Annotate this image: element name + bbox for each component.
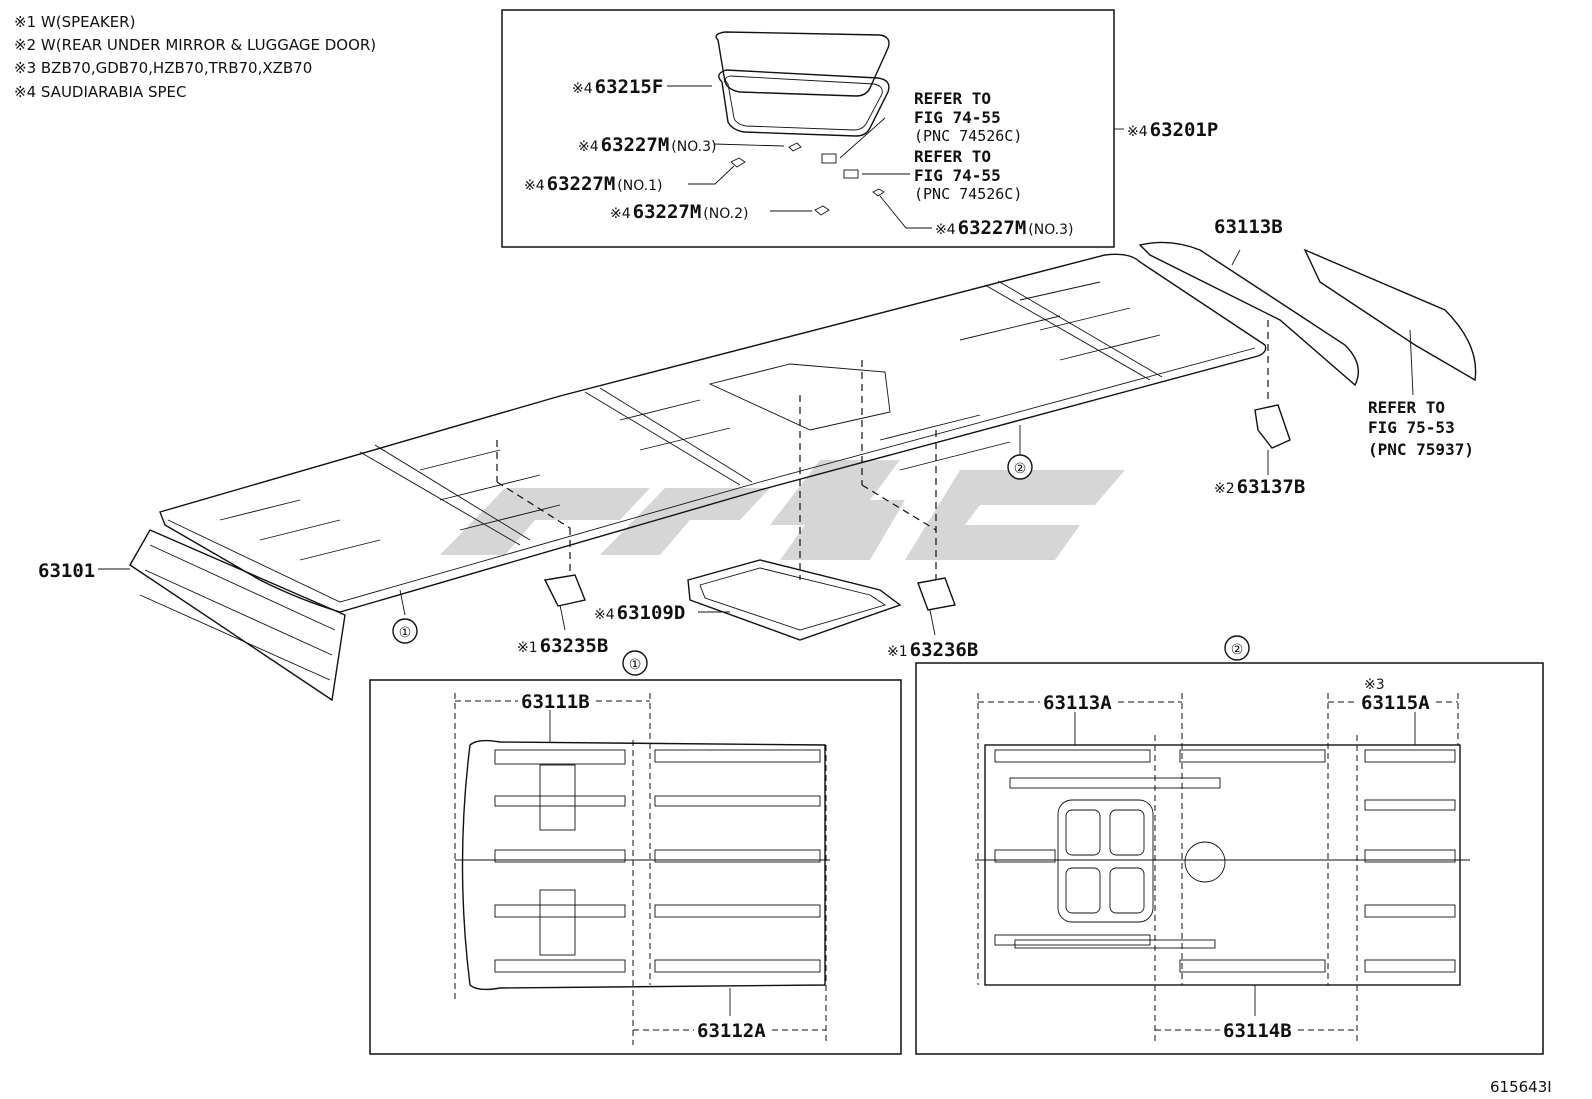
label-63113A: 63113A (1043, 692, 1112, 714)
svg-text:②: ② (1014, 461, 1027, 477)
pad-1 (821, 153, 837, 164)
clip-no3-b (872, 188, 885, 197)
svg-text:(PNC 74526C): (PNC 74526C) (914, 127, 1022, 145)
svg-text:REFER TO: REFER TO (914, 89, 991, 108)
svg-text:FIG 75-53: FIG 75-53 (1368, 418, 1455, 437)
rear-bracket (1254, 404, 1291, 449)
detail-view-1: ① 63111B 63112A (369, 650, 902, 1055)
roof-panel-assembly (98, 241, 1477, 702)
detail-frame-2 (915, 662, 1544, 1055)
svg-text:①: ① (399, 625, 412, 641)
roof-panel (159, 253, 1267, 613)
notes: ※1 W(SPEAKER) ※2 W(REAR UNDER MIRROR & L… (14, 13, 376, 101)
note-2: ※2 W(REAR UNDER MIRROR & LUGGAGE DOOR) (14, 36, 376, 54)
note-1: ※1 W(SPEAKER) (14, 13, 135, 31)
svg-text:FIG 74-55: FIG 74-55 (914, 108, 1001, 127)
detail-frame-1 (369, 679, 902, 1055)
figure-id: 615643I (1490, 1078, 1552, 1096)
label-63112A: 63112A (697, 1020, 766, 1042)
note-3: ※3 BZB70,GDB70,HZB70,TRB70,XZB70 (14, 59, 312, 77)
clip-no3-a (788, 142, 802, 152)
label-63115A: 63115A (1361, 692, 1430, 714)
label-63114B: 63114B (1223, 1020, 1292, 1042)
front-header-panel (129, 529, 346, 702)
svg-text:(PNC 74526C): (PNC 74526C) (914, 185, 1022, 203)
refer-note-2: REFER TO FIG 74-55 (PNC 74526C) (914, 147, 1022, 203)
note-4: ※4 SAUDIARABIA SPEC (14, 83, 187, 101)
sunroof-seal (718, 69, 890, 137)
label-63101: 63101 (38, 560, 95, 582)
sunroof-opening (708, 363, 891, 431)
sunroof-housing (687, 559, 902, 641)
callout-1-detail (622, 650, 648, 676)
callout-1-main (392, 618, 418, 644)
refer-note-3: REFER TO FIG 75-53 (PNC 75937) (1368, 398, 1474, 459)
callout-2-detail (1224, 635, 1250, 661)
refer-note-1: REFER TO FIG 74-55 (PNC 74526C) (914, 89, 1022, 145)
detail-view-2: ② 63113A ※3 6311 (915, 635, 1544, 1055)
speaker-bracket-front (543, 574, 586, 607)
pad-2 (843, 169, 859, 179)
rear-roof-rail (1138, 241, 1359, 387)
svg-text:REFER TO: REFER TO (1368, 398, 1445, 417)
svg-text:FIG 74-55: FIG 74-55 (914, 166, 1001, 185)
rear-spoiler-panel (1303, 248, 1477, 382)
svg-text:①: ① (629, 657, 642, 673)
sunroof-glass (715, 31, 890, 97)
svg-text:(PNC 75937): (PNC 75937) (1368, 440, 1474, 459)
label-63111B: 63111B (521, 691, 590, 713)
speaker-bracket-rear (917, 577, 956, 611)
front-roof-panel-plan (461, 739, 826, 991)
rear-roof-panel-plan (984, 744, 1461, 986)
clip-no1 (730, 157, 746, 168)
watermark-logo (440, 460, 1125, 560)
clip-no2 (814, 205, 830, 216)
svg-text:②: ② (1231, 642, 1244, 658)
mark-63115A: ※3 (1364, 677, 1385, 693)
svg-text:REFER TO: REFER TO (914, 147, 991, 166)
label-63113B: 63113B (1214, 216, 1283, 238)
callout-2-main (1007, 454, 1033, 480)
